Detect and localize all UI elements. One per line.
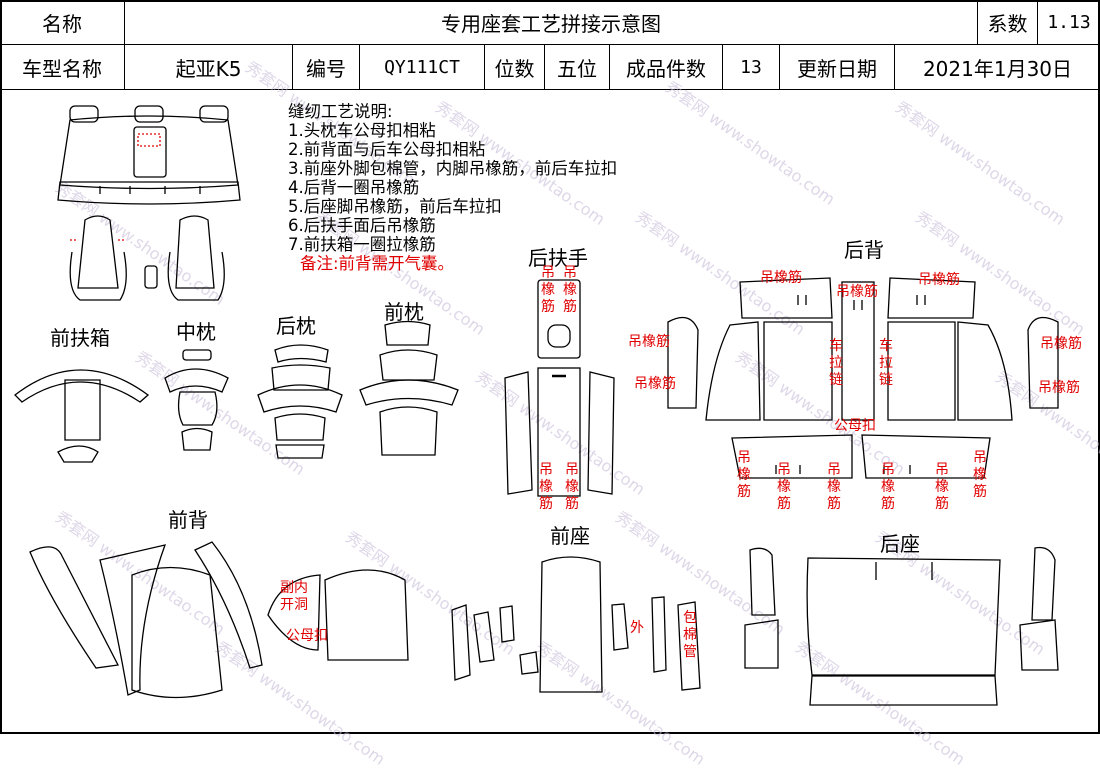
- annotation-zipper: 车拉链: [829, 338, 843, 388]
- note-item: 6.后扶手面后吊橡筋: [288, 216, 436, 235]
- annotation-elastic: 吊橡筋: [935, 462, 949, 512]
- model-label: 车型名称: [0, 45, 125, 90]
- annotation-elastic: 吊橡筋: [541, 265, 555, 315]
- annotation-elastic: 吊橡筋: [737, 450, 751, 500]
- annotation-cotton-tube: 包棉管: [683, 610, 697, 660]
- rear-seat-pieces: [744, 546, 1059, 706]
- annotation-elastic: 吊橡筋: [1038, 380, 1080, 396]
- front-back-pieces: [29, 541, 409, 699]
- section-front-back: 前背: [168, 508, 208, 532]
- code-value: QY111CT: [360, 45, 485, 90]
- middle-pillow-pieces: [164, 349, 229, 451]
- section-middle-pillow: 中枕: [176, 320, 216, 344]
- annotation-zipper: 车拉链: [879, 338, 893, 388]
- annotation-elastic: 吊橡筋: [973, 450, 987, 500]
- annotation-inner-hole: 副内开洞: [280, 580, 308, 613]
- coef-label: 系数: [978, 0, 1038, 45]
- annotation-elastic: 吊橡筋: [1040, 336, 1082, 352]
- page-frame: [0, 0, 1100, 734]
- annotation-elastic: 吊橡筋: [634, 376, 676, 392]
- rear-armrest-pieces: [504, 279, 615, 497]
- header-table: 名称 专用座套工艺拼接示意图 系数 1.13 车型名称 起亚K5 编号 QY11…: [0, 0, 1100, 90]
- annotation-elastic: 吊橡筋: [918, 272, 960, 288]
- note-item: 4.后背一圈吊橡筋: [288, 178, 420, 197]
- name-label: 名称: [0, 0, 125, 45]
- seats-label: 位数: [485, 45, 545, 90]
- annotation-elastic: 吊橡筋: [881, 462, 895, 512]
- notes-title: 缝纫工艺说明:: [288, 102, 393, 121]
- date-label: 更新日期: [780, 45, 895, 90]
- coef-value: 1.13: [1038, 0, 1100, 45]
- section-rear-armrest: 后扶手: [528, 246, 588, 270]
- note-item: 3.前座外脚包棉管，内脚吊橡筋，前后车拉扣: [288, 159, 618, 178]
- annotation-elastic: 吊橡筋: [827, 462, 841, 512]
- sewing-notes: 缝纫工艺说明: 1.头枕车公母扣相粘 2.前背面与后车公母扣相粘 3.前座外脚包…: [288, 102, 617, 273]
- section-front-seat: 前座: [550, 524, 590, 548]
- section-rear-seat: 后座: [880, 532, 920, 556]
- section-rear-back: 后背: [844, 238, 884, 262]
- note-item: 2.前背面与后车公母扣相粘: [288, 140, 486, 159]
- annotation-snap: 公母扣: [286, 628, 328, 644]
- annotation-elastic: 吊橡筋: [628, 334, 670, 350]
- annotation-snap: 公母扣: [834, 418, 876, 434]
- annotation-elastic: 吊橡筋: [777, 462, 791, 512]
- seats-value: 五位: [545, 45, 610, 90]
- note-item: 7.前扶箱一圈拉橡筋: [288, 235, 436, 254]
- date-value: 2021年1月30日: [895, 45, 1100, 90]
- section-rear-pillow: 后枕: [276, 314, 316, 338]
- rear-back-pieces: [667, 277, 1059, 479]
- rear-pillow-pieces: [257, 344, 343, 459]
- annotation-elastic: 吊橡筋: [563, 265, 577, 315]
- annotation-elastic: 吊橡筋: [760, 270, 802, 286]
- annotation-elastic: 吊橡筋: [565, 462, 579, 512]
- notes-remark: 备注:前背需开气囊。: [300, 254, 455, 273]
- pattern-diagram: [14, 105, 1059, 706]
- annotation-outer: 外: [630, 620, 644, 636]
- pieces-value: 13: [723, 45, 780, 90]
- annotation-elastic: 吊橡筋: [836, 284, 878, 300]
- front-seats-illustration: [69, 215, 225, 301]
- pieces-label: 成品件数: [610, 45, 723, 90]
- front-armrest-box-pieces: [14, 369, 150, 463]
- annotation-elastic: 吊橡筋: [539, 462, 553, 512]
- section-front-armrest-box: 前扶箱: [50, 326, 110, 350]
- code-label: 编号: [293, 45, 360, 90]
- model-value: 起亚K5: [125, 45, 293, 90]
- front-pillow-pieces: [359, 320, 459, 456]
- front-seat-pieces: [451, 556, 701, 693]
- section-front-pillow: 前枕: [384, 300, 424, 324]
- note-item: 1.头枕车公母扣相粘: [288, 121, 436, 140]
- doc-title: 专用座套工艺拼接示意图: [125, 0, 978, 45]
- note-item: 5.后座脚吊橡筋，前后车拉扣: [288, 197, 502, 216]
- rear-bench-illustration: [57, 105, 241, 205]
